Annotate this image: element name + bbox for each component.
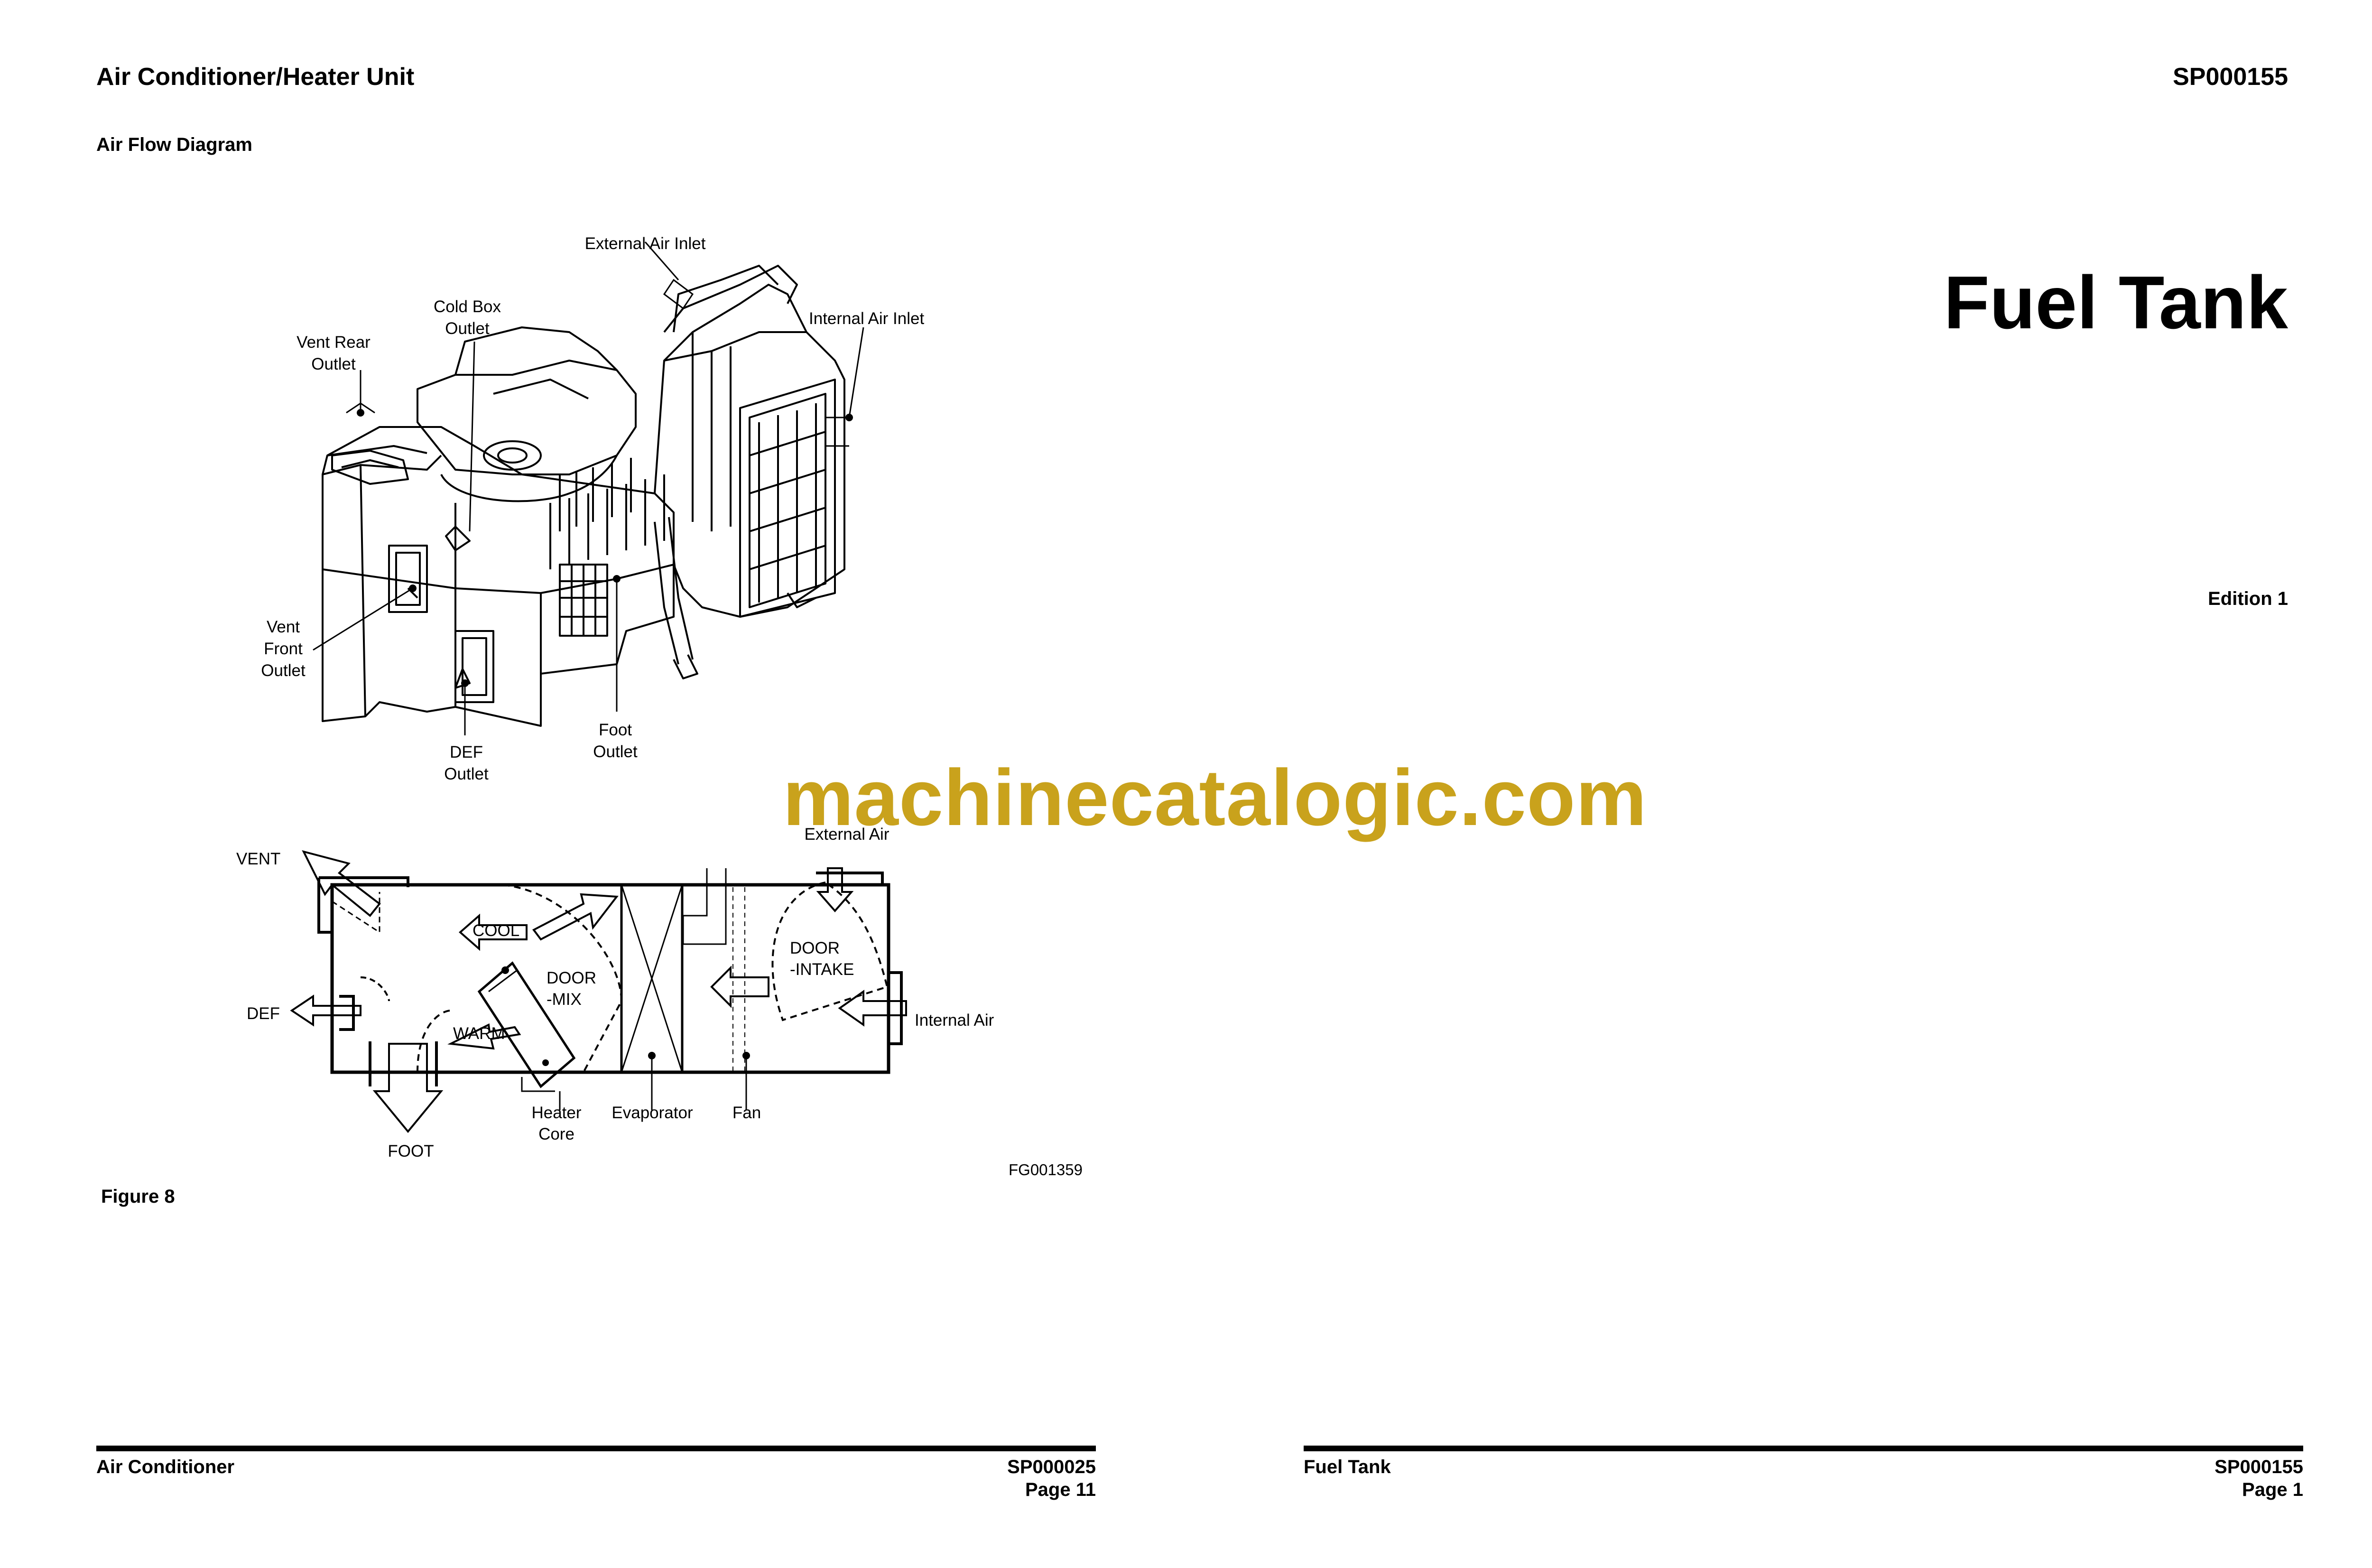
label-door-intake-line2: -INTAKE bbox=[790, 960, 854, 979]
label-foot-outlet-line2: Outlet bbox=[593, 742, 638, 761]
label-def-outlet-line1: DEF bbox=[450, 743, 483, 761]
right-footer-title: Fuel Tank bbox=[1304, 1457, 1391, 1477]
watermark-text: machinecatalogic.com bbox=[783, 753, 1647, 842]
label-cool: COOL bbox=[473, 921, 519, 940]
label-internal-air: Internal Air bbox=[915, 1011, 994, 1030]
schematic-housing bbox=[330, 883, 890, 1074]
label-cold-box-line2: Outlet bbox=[445, 319, 490, 338]
label-external-air-inlet: External Air Inlet bbox=[585, 234, 706, 253]
label-fan: Fan bbox=[732, 1104, 761, 1122]
right-footer-code: SP000155 bbox=[2214, 1457, 2303, 1477]
right-footer-page: Page 1 bbox=[2242, 1479, 2303, 1500]
label-vent-rear-line1: Vent Rear bbox=[296, 333, 371, 352]
air-flow-figure: External Air Inlet Internal Air Inlet Co… bbox=[236, 234, 1083, 1178]
schematic-leader-dots bbox=[501, 966, 750, 1066]
left-footer-code: SP000025 bbox=[1007, 1457, 1096, 1477]
section-title: Air Flow Diagram bbox=[96, 134, 252, 155]
label-def: DEF bbox=[247, 1004, 280, 1023]
label-vent-front-line2: Front bbox=[264, 640, 303, 658]
label-door-intake-line1: DOOR bbox=[790, 939, 840, 957]
label-cold-box-line1: Cold Box bbox=[434, 297, 501, 316]
label-foot-outlet-line1: Foot bbox=[599, 721, 632, 739]
left-footer-rule bbox=[96, 1446, 1096, 1451]
right-page-header-code: SP000155 bbox=[2173, 63, 2288, 91]
label-door-mix-line2: -MIX bbox=[547, 990, 582, 1009]
top-leader-lines bbox=[313, 241, 864, 735]
label-vent-front-line1: Vent bbox=[267, 618, 300, 636]
label-evaporator: Evaporator bbox=[612, 1104, 693, 1122]
label-vent-front-line3: Outlet bbox=[261, 661, 306, 680]
top-leader-dots bbox=[357, 409, 853, 687]
label-vent: VENT bbox=[236, 850, 280, 868]
airflow-schematic bbox=[290, 850, 907, 1133]
label-external-air: External Air bbox=[805, 825, 890, 844]
left-footer-title: Air Conditioner bbox=[96, 1457, 235, 1477]
label-internal-air-inlet: Internal Air Inlet bbox=[809, 309, 924, 328]
label-foot: FOOT bbox=[388, 1142, 434, 1160]
ac-unit-isometric-drawing bbox=[322, 265, 845, 727]
left-page-header-title: Air Conditioner/Heater Unit bbox=[96, 63, 415, 91]
label-vent-rear-line2: Outlet bbox=[311, 355, 356, 373]
figure-caption: Figure 8 bbox=[101, 1186, 175, 1207]
left-footer-page: Page 11 bbox=[1025, 1479, 1096, 1500]
label-heater-core-line2: Core bbox=[538, 1125, 574, 1143]
edition-label: Edition 1 bbox=[2208, 588, 2288, 609]
chapter-title: Fuel Tank bbox=[1944, 261, 2288, 344]
figure-code: FG001359 bbox=[1009, 1161, 1083, 1178]
label-warm: WARM bbox=[453, 1024, 505, 1043]
label-door-mix-line1: DOOR bbox=[547, 969, 596, 987]
label-heater-core-line1: Heater bbox=[531, 1104, 581, 1122]
label-def-outlet-line2: Outlet bbox=[444, 765, 489, 783]
right-footer-rule bbox=[1304, 1446, 2303, 1451]
